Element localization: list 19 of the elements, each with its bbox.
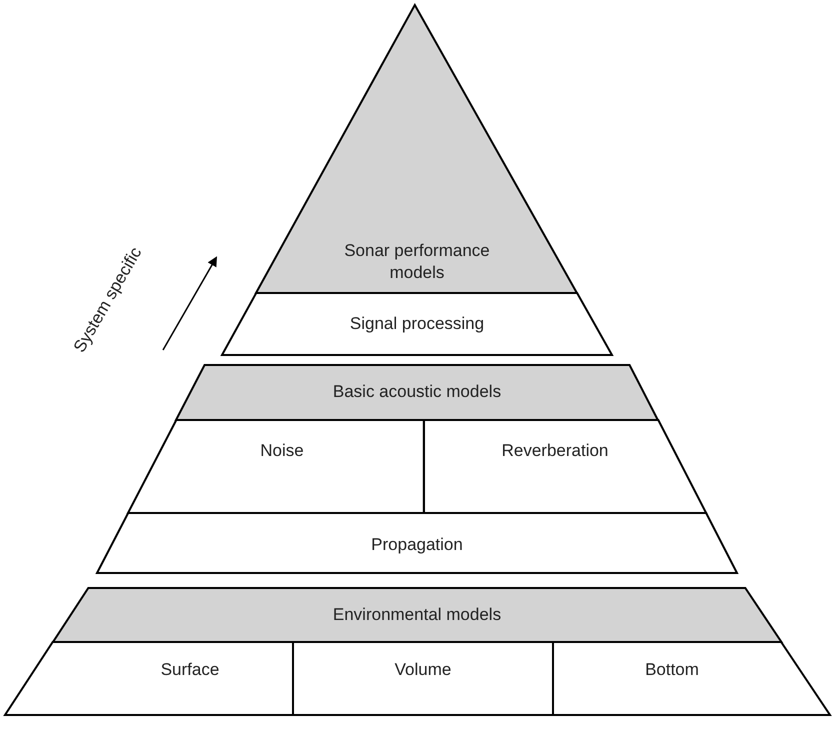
segment-label: Noise	[260, 440, 304, 462]
segment-label: Signal processing	[350, 312, 484, 335]
pyramid-segment	[5, 642, 293, 715]
pyramid-segment	[176, 365, 658, 420]
pyramid-apex	[256, 5, 578, 293]
segment-label: Surface	[160, 658, 220, 681]
pyramid-segment	[52, 588, 782, 642]
segment-label: Sonar performance models	[343, 240, 491, 284]
pyramid-segment	[128, 420, 424, 513]
segment-label: Basic acoustic models	[332, 380, 502, 403]
segment-label: Propagation	[371, 534, 463, 556]
pyramid-segment	[222, 293, 612, 355]
segment-label: Volume	[394, 658, 452, 681]
segment-label: Environmental models	[332, 604, 502, 626]
pyramid-segment	[553, 642, 830, 715]
segment-label: Reverberation	[502, 440, 608, 462]
segment-label: Bottom	[645, 658, 699, 681]
pyramid-segment	[424, 420, 706, 513]
pyramid-segment	[97, 513, 737, 573]
